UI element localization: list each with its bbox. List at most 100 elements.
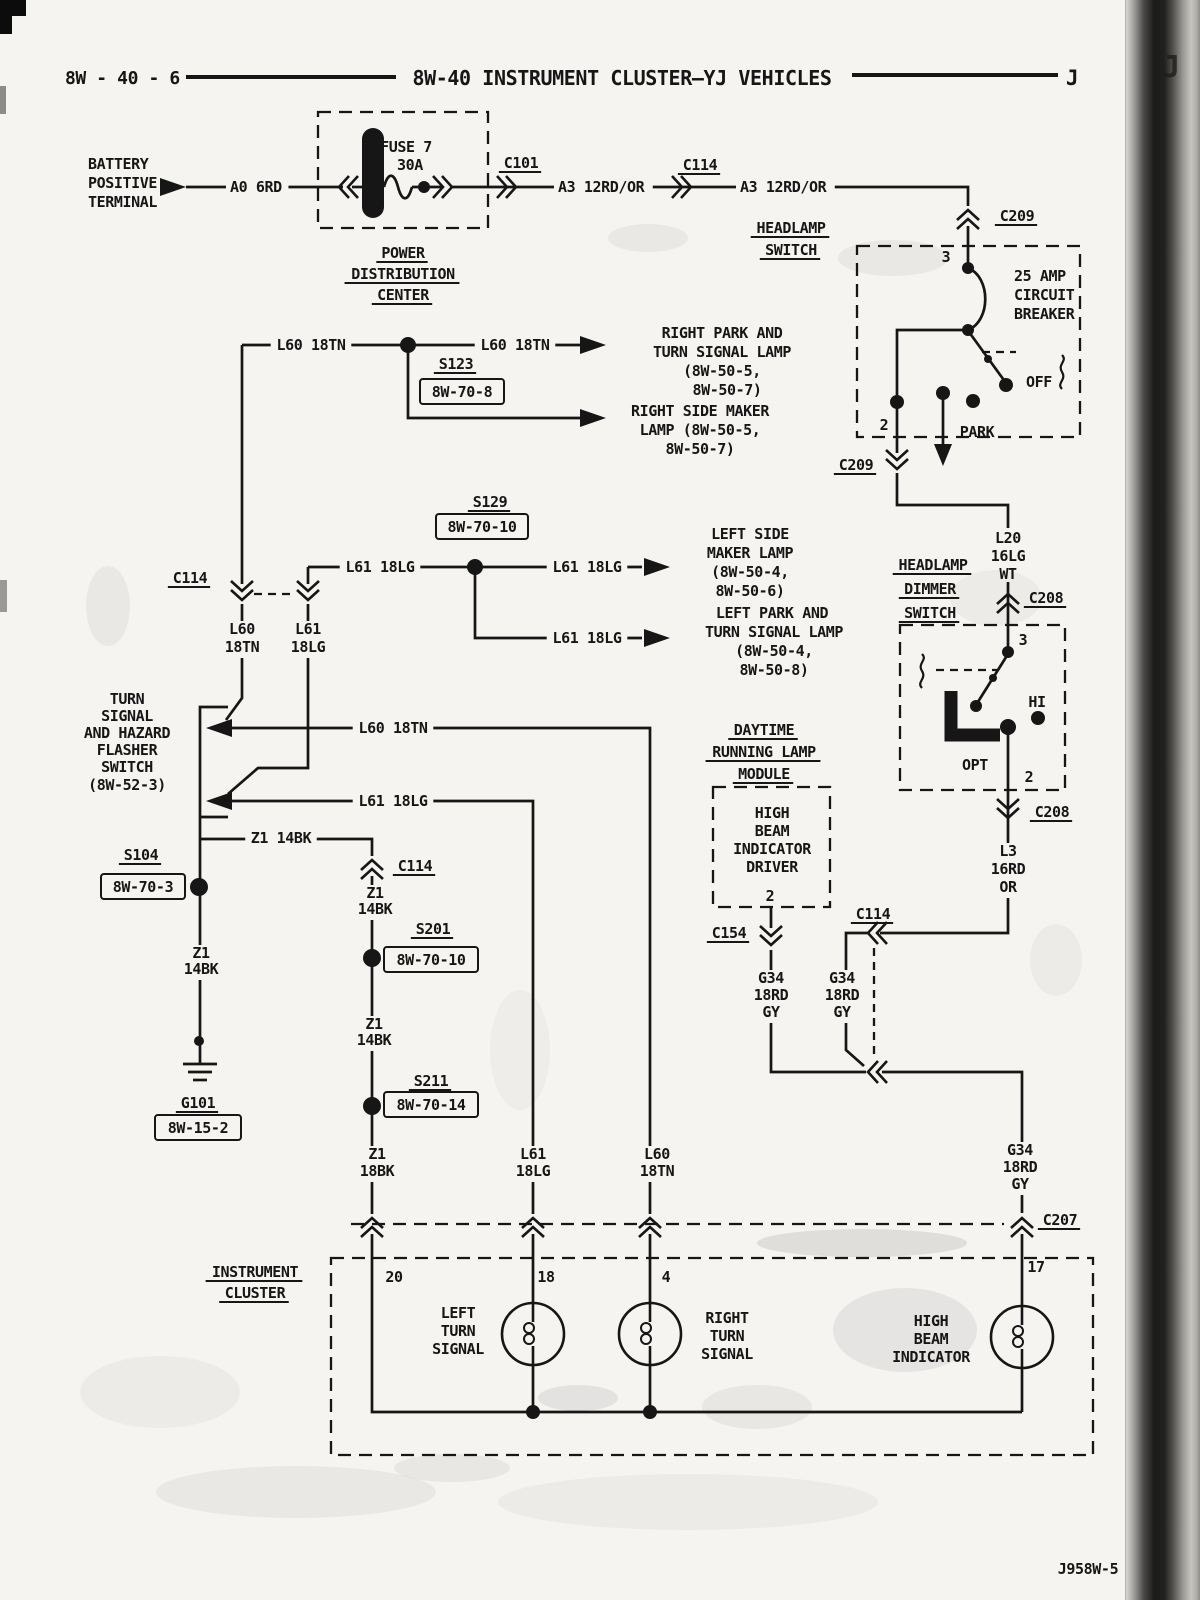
diagram-label: L60 [229, 620, 255, 638]
label-backing [819, 987, 865, 1006]
path [759, 925, 783, 938]
diagram-label: 17 [1027, 1258, 1044, 1276]
diagram-label: L61 18LG [552, 629, 621, 647]
diagram-label: DISTRIBUTION [351, 265, 455, 283]
diagram-label: DAYTIME [734, 721, 795, 739]
circle [1012, 1336, 1024, 1348]
splice-dot [962, 324, 974, 336]
diagram-label: 18 [537, 1268, 555, 1286]
diagram-label: LEFT PARK AND [716, 604, 829, 622]
diagram-label: 18LG [516, 1162, 551, 1180]
splice-dot [1031, 711, 1045, 725]
flow-arrow-icon [160, 178, 186, 196]
path [360, 1225, 384, 1238]
connector-chevron-icon [296, 580, 320, 602]
splice-dot [966, 394, 980, 408]
diagram-label: HEADLAMP [898, 556, 967, 574]
wire [227, 604, 310, 796]
diagram-label: TURN [441, 1322, 476, 1340]
diagram-label: RIGHT PARK AND [662, 324, 783, 342]
diagram-label: DIMMER [904, 580, 957, 598]
label-backing [515, 1146, 551, 1165]
label-backing [510, 1163, 556, 1182]
scan-smudge [538, 1385, 618, 1411]
scan-mark [0, 580, 7, 612]
path [230, 580, 254, 593]
label-backing [352, 720, 434, 739]
diagram-label: L3 [999, 842, 1017, 860]
circle [523, 1333, 535, 1345]
splice-dot [643, 1405, 657, 1419]
diagram-label: 8W-50-6) [715, 582, 784, 600]
diagram-label: 20 [385, 1268, 403, 1286]
diagram-label: 8W - 40 - 6 [65, 68, 180, 89]
flow-arrow-icon [206, 719, 232, 737]
connector-chevron-icon [337, 175, 359, 199]
diagram-label: (8W-50-4, [711, 563, 789, 581]
diagram-label: (8W-50-4, [735, 642, 813, 660]
flow-arrow-icon [644, 629, 670, 647]
label-backing [354, 1163, 400, 1182]
diagram-label: MAKER LAMP [707, 544, 794, 562]
diagram-label: HIGH [914, 1312, 949, 1330]
diagram-label: G101 [181, 1094, 216, 1112]
splice-dot [467, 559, 483, 575]
path [496, 175, 509, 199]
label-backing [985, 861, 1031, 880]
label-backing [360, 1016, 388, 1035]
wire [895, 328, 968, 399]
diagram-label: C114 [173, 569, 208, 587]
diagram-label: BATTERY [88, 155, 149, 173]
diagram-label: TURN [110, 690, 145, 708]
diagram-label: 16RD [991, 860, 1026, 878]
diagram-label: 14BK [357, 1031, 392, 1049]
diagram-label: Z1 [365, 1015, 383, 1033]
label-backing [290, 621, 326, 640]
diagram-label: 30A [397, 156, 423, 174]
connector-chevron-icon [360, 1216, 384, 1238]
diagram-label: LEFT SIDE [711, 525, 789, 543]
path [638, 1225, 662, 1238]
diagram-label: RIGHT [705, 1309, 749, 1327]
diagram-label: G34 [1007, 1141, 1033, 1159]
path [346, 175, 359, 199]
diagram-label: G34 [829, 969, 855, 987]
label-backing [1006, 1176, 1034, 1195]
diagram-label: BEAM [755, 822, 790, 840]
label-backing [639, 1146, 675, 1165]
wire [224, 799, 535, 1214]
diagram-label: OPT [962, 756, 988, 774]
scan-smudge [156, 1466, 436, 1518]
connector-chevron-icon [671, 175, 693, 199]
diagram-label: L60 [644, 1145, 670, 1163]
diagram-label: S201 [416, 920, 451, 938]
diagram-label: GY [762, 1003, 780, 1021]
lamp-bulb-icon [617, 1301, 683, 1367]
splice-dot [194, 1036, 204, 1046]
diagram-label: TURN SIGNAL LAMP [705, 623, 843, 641]
diagram-label: LAMP (8W-50-5, [640, 421, 761, 439]
diagram-label: C101 [504, 154, 539, 172]
diagram-label: OR [999, 878, 1018, 896]
reference-box [383, 1091, 479, 1118]
label-backing [994, 879, 1022, 898]
diagram-label: Z1 14BK [251, 829, 312, 847]
diagram-label: GY [833, 1003, 851, 1021]
label-backing [828, 1004, 856, 1023]
diagram-label: A3 12RD/OR [740, 178, 828, 196]
path [759, 934, 783, 947]
reference-label: 8W-70-8 [432, 383, 493, 401]
diagram-label: S129 [473, 493, 508, 511]
diagram-label: C154 [712, 924, 747, 942]
diagram-label: C208 [1035, 803, 1070, 821]
scan-smudge [394, 1454, 510, 1482]
diagram-label: 8W-50-8) [739, 661, 808, 679]
wire [895, 473, 1010, 528]
wire [880, 727, 1010, 935]
path [956, 217, 980, 230]
diagram-label: DRIVER [746, 858, 799, 876]
diagram-label: J [1066, 66, 1078, 90]
diagram-label: TURN [710, 1327, 745, 1345]
